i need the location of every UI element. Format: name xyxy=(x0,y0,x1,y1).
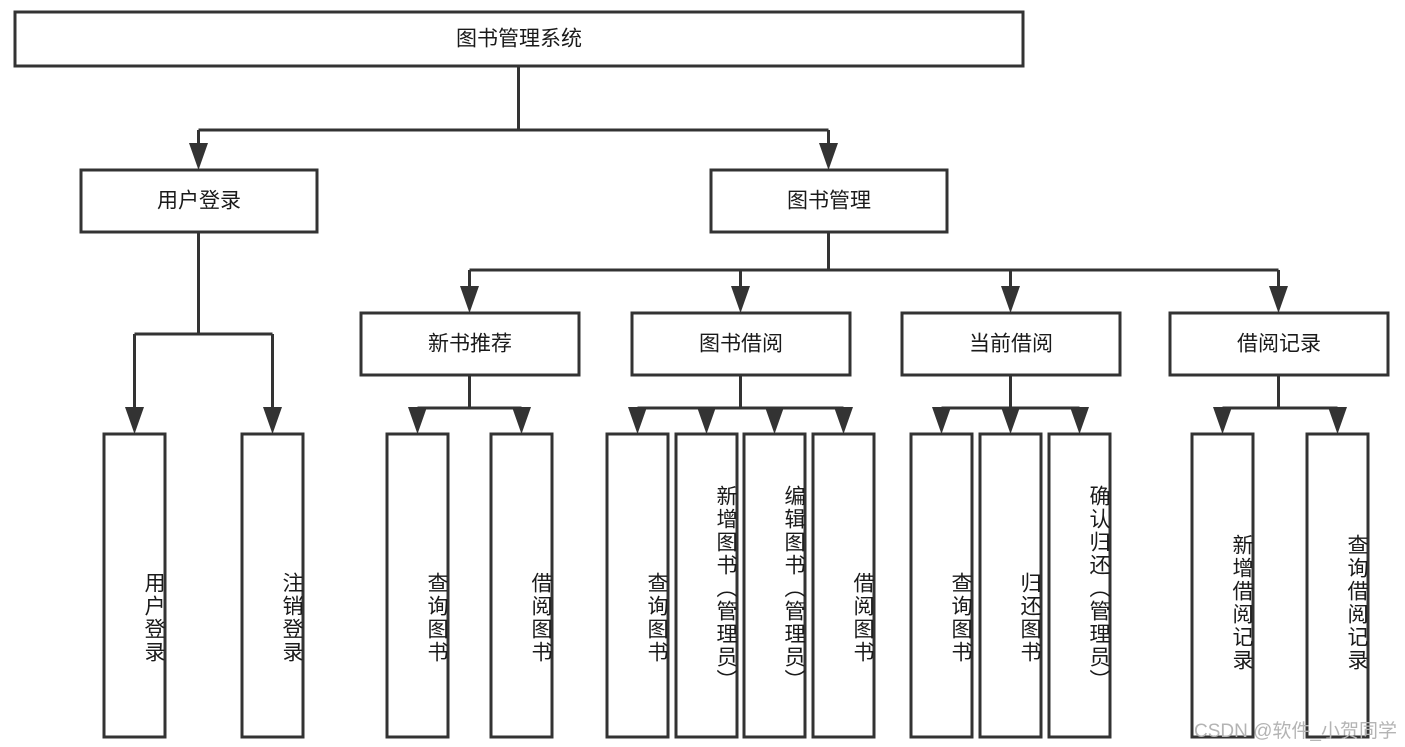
node-leaf-query-record-label: 查询借阅记录 xyxy=(1345,534,1368,672)
node-book-manage-rect[interactable] xyxy=(709,168,949,234)
node-book-manage-label: 图书管理 xyxy=(787,190,871,213)
arrow-to-leaf-return-book xyxy=(1001,407,1020,434)
arrow-to-leaf-query-book-1 xyxy=(408,407,427,434)
arrow-root-to-book-manage xyxy=(819,143,838,170)
arrow-to-leaf-edit-book xyxy=(765,407,784,434)
node-leaf-add-book-label: 新增图书（管理员） xyxy=(714,484,737,692)
arrow-to-leaf-query-book-3 xyxy=(932,407,951,434)
node-current-borrow[interactable]: 当前借阅 xyxy=(900,311,1122,377)
node-root-rect[interactable] xyxy=(13,10,1025,68)
node-leaf-query-book-1-rect[interactable] xyxy=(385,432,450,739)
node-current-borrow-rect[interactable] xyxy=(900,311,1122,377)
node-new-book-rec[interactable]: 新书推荐 xyxy=(359,311,581,377)
connector-group-current-borrow xyxy=(932,375,1089,434)
arrow-to-leaf-user-login xyxy=(125,407,144,434)
node-leaf-return-book-rect[interactable] xyxy=(978,432,1043,739)
node-leaf-confirm-return-label: 确认归还（管理员） xyxy=(1087,484,1110,692)
arrow-to-new-book-rec xyxy=(460,286,479,313)
node-leaf-add-book-rect[interactable] xyxy=(674,432,739,739)
node-leaf-borrow-book-1-rect[interactable] xyxy=(489,432,554,739)
node-leaf-query-book-1-label: 查询图书 xyxy=(425,572,448,664)
node-borrow-record-label: 借阅记录 xyxy=(1237,333,1321,356)
node-user-login-rect[interactable] xyxy=(79,168,319,234)
node-new-book-rec-label: 新书推荐 xyxy=(428,333,512,356)
node-leaf-query-book-2-label: 查询图书 xyxy=(645,572,668,664)
node-leaf-logout-rect[interactable] xyxy=(240,432,305,739)
arrow-to-borrow-record xyxy=(1269,286,1288,313)
node-user-login-label: 用户登录 xyxy=(157,190,241,213)
node-leaf-edit-book-rect[interactable] xyxy=(742,432,807,739)
arrow-to-leaf-query-record xyxy=(1328,407,1347,434)
node-book-borrow[interactable]: 图书借阅 xyxy=(630,311,852,377)
node-leaf-borrow-book-2-rect[interactable] xyxy=(811,432,876,739)
node-user-login[interactable]: 用户登录 xyxy=(79,168,319,234)
node-current-borrow-label: 当前借阅 xyxy=(969,333,1053,356)
node-book-manage[interactable]: 图书管理 xyxy=(709,168,949,234)
arrow-to-book-borrow xyxy=(731,286,750,313)
node-leaf-borrow-book-2-label: 借阅图书 xyxy=(851,572,874,664)
node-root-label: 图书管理系统 xyxy=(456,28,582,51)
arrow-to-leaf-query-book-2 xyxy=(628,407,647,434)
node-leaf-add-record-label: 新增借阅记录 xyxy=(1230,534,1253,672)
arrow-to-leaf-add-record xyxy=(1213,407,1232,434)
connector-group-borrow-record xyxy=(1213,375,1347,434)
arrow-to-leaf-confirm-return xyxy=(1070,407,1089,434)
node-leaf-user-login-label: 用户登录 xyxy=(142,572,165,664)
node-new-book-rec-rect[interactable] xyxy=(359,311,581,377)
node-leaf-add-record-rect[interactable] xyxy=(1190,432,1255,739)
node-leaf-query-book-3-rect[interactable] xyxy=(909,432,974,739)
node-leaf-borrow-book-1-label: 借阅图书 xyxy=(529,572,552,664)
node-borrow-record-rect[interactable] xyxy=(1168,311,1390,377)
node-root[interactable]: 图书管理系统 xyxy=(13,10,1025,68)
connector-group-book-borrow xyxy=(628,375,853,434)
watermark-text: CSDN @软件_小贺同学 xyxy=(1194,721,1397,742)
connector-group-new-book-rec xyxy=(408,375,531,434)
connector-group-book-manage xyxy=(460,232,1288,313)
arrow-to-leaf-logout xyxy=(263,407,282,434)
arrow-root-to-user-login xyxy=(189,143,208,170)
node-leaf-return-book-label: 归还图书 xyxy=(1018,572,1041,664)
arrow-to-leaf-add-book xyxy=(697,407,716,434)
node-leaf-query-book-3-label: 查询图书 xyxy=(949,572,972,664)
node-leaf-query-book-2-rect[interactable] xyxy=(605,432,670,739)
node-borrow-record[interactable]: 借阅记录 xyxy=(1168,311,1390,377)
arrow-to-leaf-borrow-book-2 xyxy=(834,407,853,434)
node-book-borrow-rect[interactable] xyxy=(630,311,852,377)
node-leaf-edit-book-label: 编辑图书（管理员） xyxy=(782,484,805,692)
connector-group-user-login xyxy=(125,232,282,434)
arrow-to-leaf-borrow-book-1 xyxy=(512,407,531,434)
node-leaf-logout-label: 注销登录 xyxy=(280,572,303,664)
node-leaf-query-record-rect[interactable] xyxy=(1305,432,1370,739)
node-leaf-confirm-return-rect[interactable] xyxy=(1047,432,1112,739)
node-leaf-user-login-rect[interactable] xyxy=(102,432,167,739)
node-book-borrow-label: 图书借阅 xyxy=(699,333,783,356)
connector-group-root xyxy=(189,66,838,170)
arrow-to-current-borrow xyxy=(1001,286,1020,313)
